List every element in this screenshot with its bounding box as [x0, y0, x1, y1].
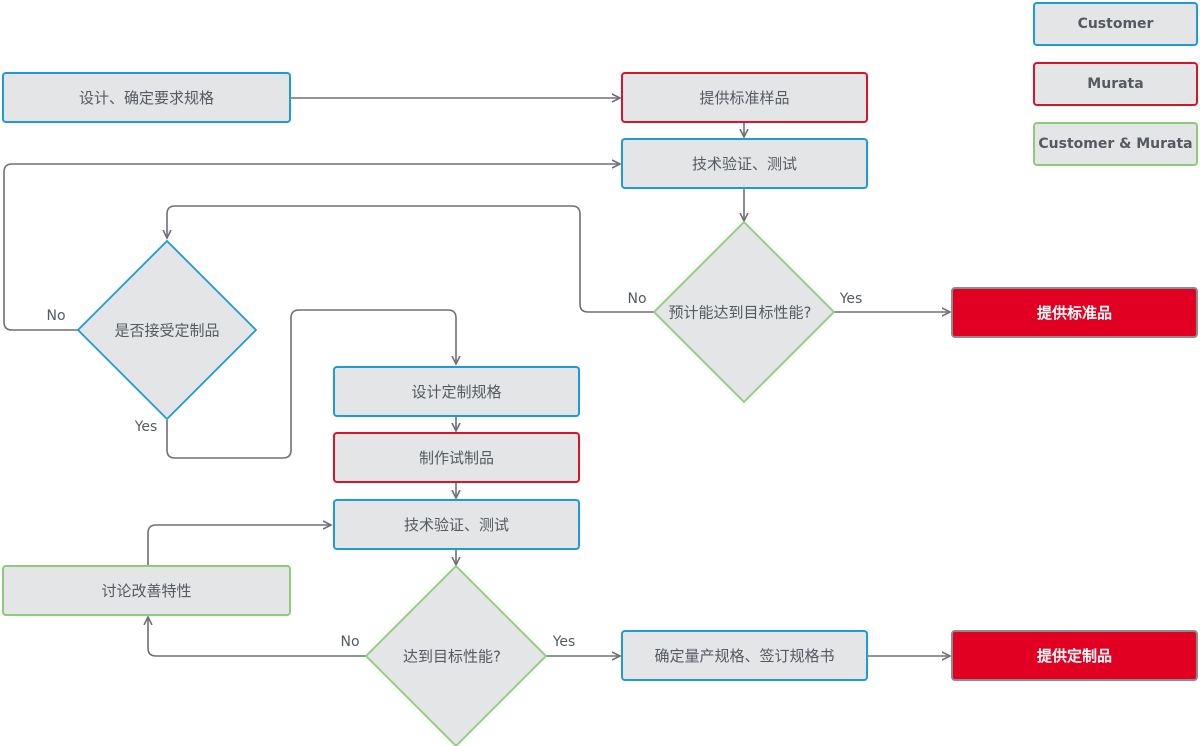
node-provide-standard-product: 提供标准品 — [951, 287, 1198, 338]
decision-reach-performance: 达到目标性能? — [403, 647, 501, 666]
node-discuss-improve: 讨论改善特性 — [2, 565, 291, 616]
edge-discuss-to-verify2 — [147, 525, 331, 565]
label-reach-no: No — [340, 634, 360, 650]
label-expect-no: No — [627, 291, 647, 307]
node-confirm-mass-spec: 确定量产规格、签订规格书 — [621, 630, 868, 681]
label-accept-no: No — [46, 308, 66, 324]
decision-accept-custom: 是否接受定制品 — [114, 321, 220, 340]
node-tech-verify-1: 技术验证、测试 — [621, 138, 868, 189]
node-tech-verify-2: 技术验证、测试 — [333, 499, 580, 550]
legend-murata: Murata — [1033, 62, 1198, 106]
node-provide-standard-sample: 提供标准样品 — [621, 72, 868, 123]
node-design-requirements: 设计、确定要求规格 — [2, 72, 291, 123]
label-expect-yes: Yes — [839, 291, 863, 307]
node-make-prototype: 制作试制品 — [333, 432, 580, 483]
decision-diamond-expect — [652, 220, 836, 404]
edge-expect-no-to-accept — [167, 205, 655, 313]
node-provide-custom-product: 提供定制品 — [951, 630, 1198, 681]
edge-accept-no-to-verify1 — [3, 164, 620, 331]
legend-customer-and-murata: Customer & Murata — [1033, 122, 1198, 166]
node-design-custom-spec: 设计定制规格 — [333, 366, 580, 417]
edge-accept-yes-to-design — [166, 309, 456, 459]
decision-expect-performance: 预计能达到目标性能? — [668, 303, 812, 322]
decision-diamond-reach — [364, 564, 548, 746]
decision-diamond-accept — [76, 239, 258, 421]
legend-customer: Customer — [1033, 2, 1198, 46]
edge-reach-no-to-discuss — [148, 617, 367, 657]
label-accept-yes: Yes — [134, 419, 158, 435]
label-reach-yes: Yes — [552, 634, 576, 650]
